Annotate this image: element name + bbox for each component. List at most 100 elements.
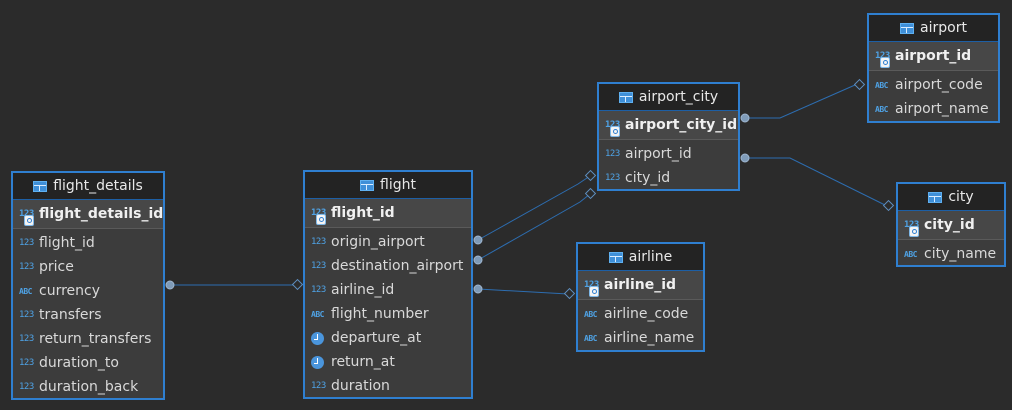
column-name: currency xyxy=(39,283,100,299)
edge-diamond xyxy=(563,287,576,300)
column-row[interactable]: 123 destination_airport xyxy=(305,254,471,278)
column-row[interactable]: 123 duration xyxy=(305,374,471,398)
numeric-key-icon: 123 xyxy=(875,51,891,68)
entity-header: airport_city xyxy=(599,84,738,111)
primary-key-row[interactable]: 123 airline_id xyxy=(578,271,703,300)
column-row[interactable]: 123 origin_airport xyxy=(305,230,471,254)
column-name: city_name xyxy=(924,246,997,262)
entity-header: airline xyxy=(578,244,703,271)
clock-icon xyxy=(311,331,324,345)
edge-flight-origin-to-airport-city xyxy=(477,175,591,241)
edge-flight-airline-to-airline xyxy=(477,288,569,295)
column-name: origin_airport xyxy=(331,234,425,250)
entity-title: flight xyxy=(380,177,416,193)
primary-key-row[interactable]: 123 flight_id xyxy=(305,199,471,228)
column-row[interactable]: ABC flight_number xyxy=(305,302,471,326)
column-row[interactable]: ABC city_name xyxy=(898,242,1004,266)
entity-city[interactable]: city 123 city_id ABC city_name xyxy=(896,182,1006,267)
text-type-icon: ABC xyxy=(584,309,597,319)
entity-header: flight xyxy=(305,172,471,199)
edge-diamond xyxy=(584,187,597,200)
column-name: duration xyxy=(331,378,390,394)
entity-airline[interactable]: airline 123 airline_id ABC airline_code A… xyxy=(576,242,705,352)
column-row[interactable]: return_at xyxy=(305,350,471,374)
table-icon xyxy=(618,91,633,103)
clock-icon xyxy=(311,355,324,369)
numeric-type-icon: 123 xyxy=(311,261,326,271)
numeric-key-icon: 123 xyxy=(605,120,621,137)
entity-title: airport_city xyxy=(638,89,719,105)
numeric-type-icon: 123 xyxy=(19,262,34,272)
primary-key-name: airline_id xyxy=(604,277,677,293)
column-name: return_transfers xyxy=(39,331,152,347)
text-type-icon: ABC xyxy=(904,249,917,259)
column-name: airline_id xyxy=(331,282,395,298)
primary-key-row[interactable]: 123 airport_city_id xyxy=(599,111,738,140)
numeric-type-icon: 123 xyxy=(19,382,34,392)
column-row[interactable]: departure_at xyxy=(305,326,471,350)
primary-key-row[interactable]: 123 flight_details_id xyxy=(13,200,163,229)
column-name: return_at xyxy=(331,354,395,370)
edge-dot xyxy=(740,153,750,163)
column-name: airport_id xyxy=(625,146,692,162)
column-name: duration_back xyxy=(39,379,139,395)
entity-title: flight_details xyxy=(53,178,143,194)
primary-key-row[interactable]: 123 city_id xyxy=(898,211,1004,240)
primary-key-row[interactable]: 123 airport_id xyxy=(869,42,998,71)
text-type-icon: ABC xyxy=(584,333,597,343)
primary-key-name: flight_details_id xyxy=(39,206,164,222)
column-name: airport_name xyxy=(895,101,989,117)
column-name: departure_at xyxy=(331,330,422,346)
column-row[interactable]: ABC airport_name xyxy=(869,97,998,121)
numeric-key-icon: 123 xyxy=(584,280,600,297)
primary-key-name: flight_id xyxy=(331,205,395,221)
numeric-key-icon: 123 xyxy=(311,208,327,225)
column-row[interactable]: 123 duration_back xyxy=(13,375,163,399)
table-icon xyxy=(608,251,623,263)
edge-diamond xyxy=(882,199,895,212)
column-name: destination_airport xyxy=(331,258,464,274)
edge-diamond xyxy=(853,78,866,91)
entity-flight-details[interactable]: flight_details 123 flight_details_id 123… xyxy=(11,171,165,400)
table-icon xyxy=(900,22,915,34)
entity-header: flight_details xyxy=(13,173,163,200)
numeric-type-icon: 123 xyxy=(19,310,34,320)
column-name: transfers xyxy=(39,307,102,323)
edge-dot xyxy=(473,284,483,294)
numeric-key-icon: 123 xyxy=(19,209,35,226)
text-type-icon: ABC xyxy=(875,80,888,90)
column-name: airline_code xyxy=(604,306,689,322)
column-row[interactable]: 123 transfers xyxy=(13,303,163,327)
table-icon xyxy=(928,191,943,203)
primary-key-name: city_id xyxy=(924,217,975,233)
table-icon xyxy=(360,179,375,191)
numeric-key-icon: 123 xyxy=(904,220,920,237)
text-type-icon: ABC xyxy=(311,309,324,319)
edge-airport-city-to-airport xyxy=(745,84,856,119)
column-row[interactable]: ABC airline_code xyxy=(578,302,703,326)
entity-title: airline xyxy=(628,249,673,265)
entity-title: airport xyxy=(920,20,967,36)
column-name: flight_number xyxy=(331,306,429,322)
numeric-type-icon: 123 xyxy=(311,237,326,247)
entity-header: city xyxy=(898,184,1004,211)
numeric-type-icon: 123 xyxy=(311,381,326,391)
edge-flight-destination-to-airport-city xyxy=(477,193,591,261)
numeric-type-icon: 123 xyxy=(19,238,34,248)
text-type-icon: ABC xyxy=(875,104,888,114)
entity-header: airport xyxy=(869,15,998,42)
edge-dot xyxy=(165,280,175,290)
